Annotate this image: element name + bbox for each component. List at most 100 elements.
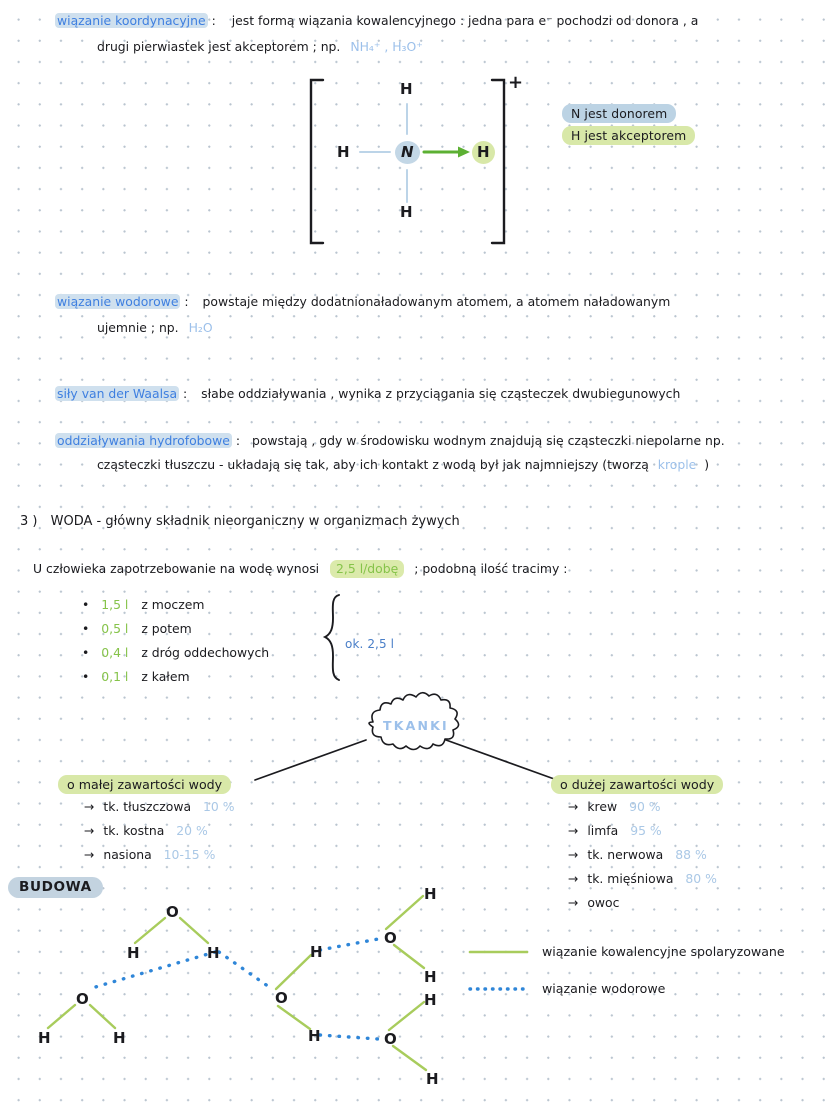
bullet-dot: • — [82, 597, 90, 612]
atom-o-e: O — [384, 1030, 397, 1048]
arrow-icon: → — [568, 895, 579, 910]
atom-h-b1: H — [38, 1029, 51, 1047]
van-der-waals-colon: : — [183, 386, 188, 401]
low-water-name-1: tk. tłuszczowa — [103, 799, 192, 814]
hydrophobic-body-2: cząsteczki tłuszczu - układają się tak, … — [97, 457, 649, 472]
water-loss-value-3: 0,4 l — [101, 645, 129, 660]
atom-h-a1: H — [127, 944, 140, 962]
bullet-dot: • — [82, 645, 90, 660]
nh4-charge: + — [508, 72, 524, 93]
hydrophobic-term: oddziaływania hydrofobowe — [55, 433, 232, 448]
water-loss-label-2: z potem — [141, 621, 192, 636]
atom-o-b: O — [76, 990, 89, 1008]
hydrogen-bond-formula: H₂O — [188, 320, 213, 335]
arrow-icon: → — [568, 823, 579, 838]
hydrophobic-body-3: ) — [704, 457, 710, 472]
water-loss-item-2: • 0,5 l z potem — [82, 621, 192, 636]
hydrogen-bond-body-2: ujemnie ; np. — [97, 320, 179, 335]
low-water-pct-2: 20 % — [176, 823, 208, 838]
covalent-bonds — [46, 894, 428, 1072]
high-water-name-1: krew — [587, 799, 618, 814]
water-heading-text: WODA - główny składnik nieorganiczny w o… — [50, 514, 460, 529]
nh4-bottom-h: H — [400, 203, 414, 221]
low-water-item-2: → tk. kostna 20 % — [84, 823, 208, 838]
water-network — [46, 894, 428, 1072]
coordinate-bond-formula: NH₄⁺ , H₃O⁺ — [350, 39, 423, 54]
high-water-name-2: limfa — [587, 823, 619, 838]
legend-label-covalent: wiązanie kowalencyjne spolaryzowane — [542, 944, 785, 959]
hydrophobic-line-2: cząsteczki tłuszczu - układają się tak, … — [97, 454, 709, 476]
water-loss-label-1: z moczem — [141, 597, 205, 612]
bullet-dot: • — [82, 621, 90, 636]
water-loss-brace — [322, 594, 340, 681]
hydrogen-bond-colon: : — [184, 294, 189, 309]
atom-h-e2: H — [426, 1070, 439, 1088]
high-water-item-1: → krew 90 % — [568, 799, 661, 814]
low-water-name-2: tk. kostna — [103, 823, 165, 838]
nh4-left-h: H — [337, 143, 351, 161]
high-water-name-3: tk. nerwowa — [587, 847, 664, 862]
coordinate-bond-colon: : — [211, 13, 216, 28]
hydrogen-bond-term: wiązanie wodorowe — [55, 294, 181, 309]
high-water-name-4: tk. mięśniowa — [587, 871, 674, 886]
tkanki-cloud-label: TKANKI — [383, 718, 449, 733]
arrow-icon: → — [84, 799, 95, 814]
high-water-pct-2: 95 % — [630, 823, 662, 838]
water-heading: 3 ) WODA - główny składnik nieorganiczny… — [20, 511, 460, 533]
atom-h-c2: H — [308, 1027, 321, 1045]
high-water-pct-4: 80 % — [685, 871, 717, 886]
arrow-icon: → — [568, 871, 579, 886]
atom-h-e1: H — [424, 991, 437, 1009]
atom-o-a: O — [166, 903, 179, 921]
hydrophobic-krople: krople — [657, 457, 697, 472]
high-water-item-4: → tk. mięśniowa 80 % — [568, 871, 717, 886]
atom-h-b2: H — [113, 1029, 126, 1047]
note-acceptor: H jest akceptorem — [562, 126, 696, 145]
high-water-heading: o dużej zawartości wody — [551, 775, 724, 794]
low-water-item-3: → nasiona 10-15 % — [84, 847, 215, 862]
nh4-top-h: H — [400, 80, 414, 98]
atom-h-c1: H — [310, 943, 323, 961]
coordinate-bond-body-1: jest formą wiązania kowalencyjnego : jed… — [231, 13, 699, 28]
legend-label-hydrogen: wiązanie wodorowe — [542, 981, 666, 996]
coordinate-bond-body-2: drugi pierwiastek jest akceptorem ; np. — [97, 39, 341, 54]
coordinate-bond-term: wiązanie koordynacyjne — [55, 13, 208, 28]
high-water-pct-1: 90 % — [629, 799, 661, 814]
high-water-item-5: → owoc — [568, 895, 619, 910]
high-water-item-2: → limfa 95 % — [568, 823, 662, 838]
water-loss-label-3: z dróg oddechowych — [141, 645, 270, 660]
water-demand-amount: 2,5 l/dobę — [330, 560, 405, 578]
hydrogen-bond-line-2: ujemnie ; np. H₂O — [97, 317, 213, 339]
nh4-bonds — [359, 103, 470, 203]
water-heading-number: 3 ) — [20, 514, 38, 529]
atom-h-d1: H — [424, 885, 437, 903]
atom-o-d: O — [384, 929, 397, 947]
water-loss-item-1: • 1,5 l z moczem — [82, 597, 204, 612]
water-demand-pre: U człowieka zapotrzebowanie na wodę wyno… — [33, 561, 320, 576]
nh4-right-h-acceptor: H — [472, 141, 496, 164]
water-loss-item-4: • 0,1 l z kałem — [82, 669, 190, 684]
coordinate-bond-line-2: drugi pierwiastek jest akceptorem ; np. … — [97, 36, 423, 58]
low-water-pct-3: 10-15 % — [163, 847, 216, 862]
van-der-waals-line: siły van der Waalsa : słabe oddziaływani… — [55, 383, 680, 405]
tkanki-cloud — [368, 691, 460, 751]
van-der-waals-term: siły van der Waalsa — [55, 386, 180, 401]
water-loss-value-4: 0,1 l — [101, 669, 129, 684]
low-water-name-3: nasiona — [103, 847, 152, 862]
legend-swatches — [468, 950, 529, 991]
hydrophobic-line-1: oddziaływania hydrofobowe : powstają , g… — [55, 430, 725, 452]
hydrophobic-body-1: powstają , gdy w środowisku wodnym znajd… — [251, 433, 725, 448]
arrow-icon: → — [568, 799, 579, 814]
tkanki-connectors — [254, 739, 558, 781]
hydrophobic-colon: : — [235, 433, 240, 448]
atom-h-a2: H — [207, 944, 220, 962]
water-demand-post: ; podobną ilość tracimy : — [414, 561, 568, 576]
high-water-name-5: owoc — [587, 895, 620, 910]
water-loss-label-4: z kałem — [141, 669, 190, 684]
water-loss-item-3: • 0,4 l z dróg oddechowych — [82, 645, 269, 660]
arrow-icon: → — [84, 847, 95, 862]
van-der-waals-body: słabe oddziaływania , wynika z przyciąga… — [201, 386, 681, 401]
